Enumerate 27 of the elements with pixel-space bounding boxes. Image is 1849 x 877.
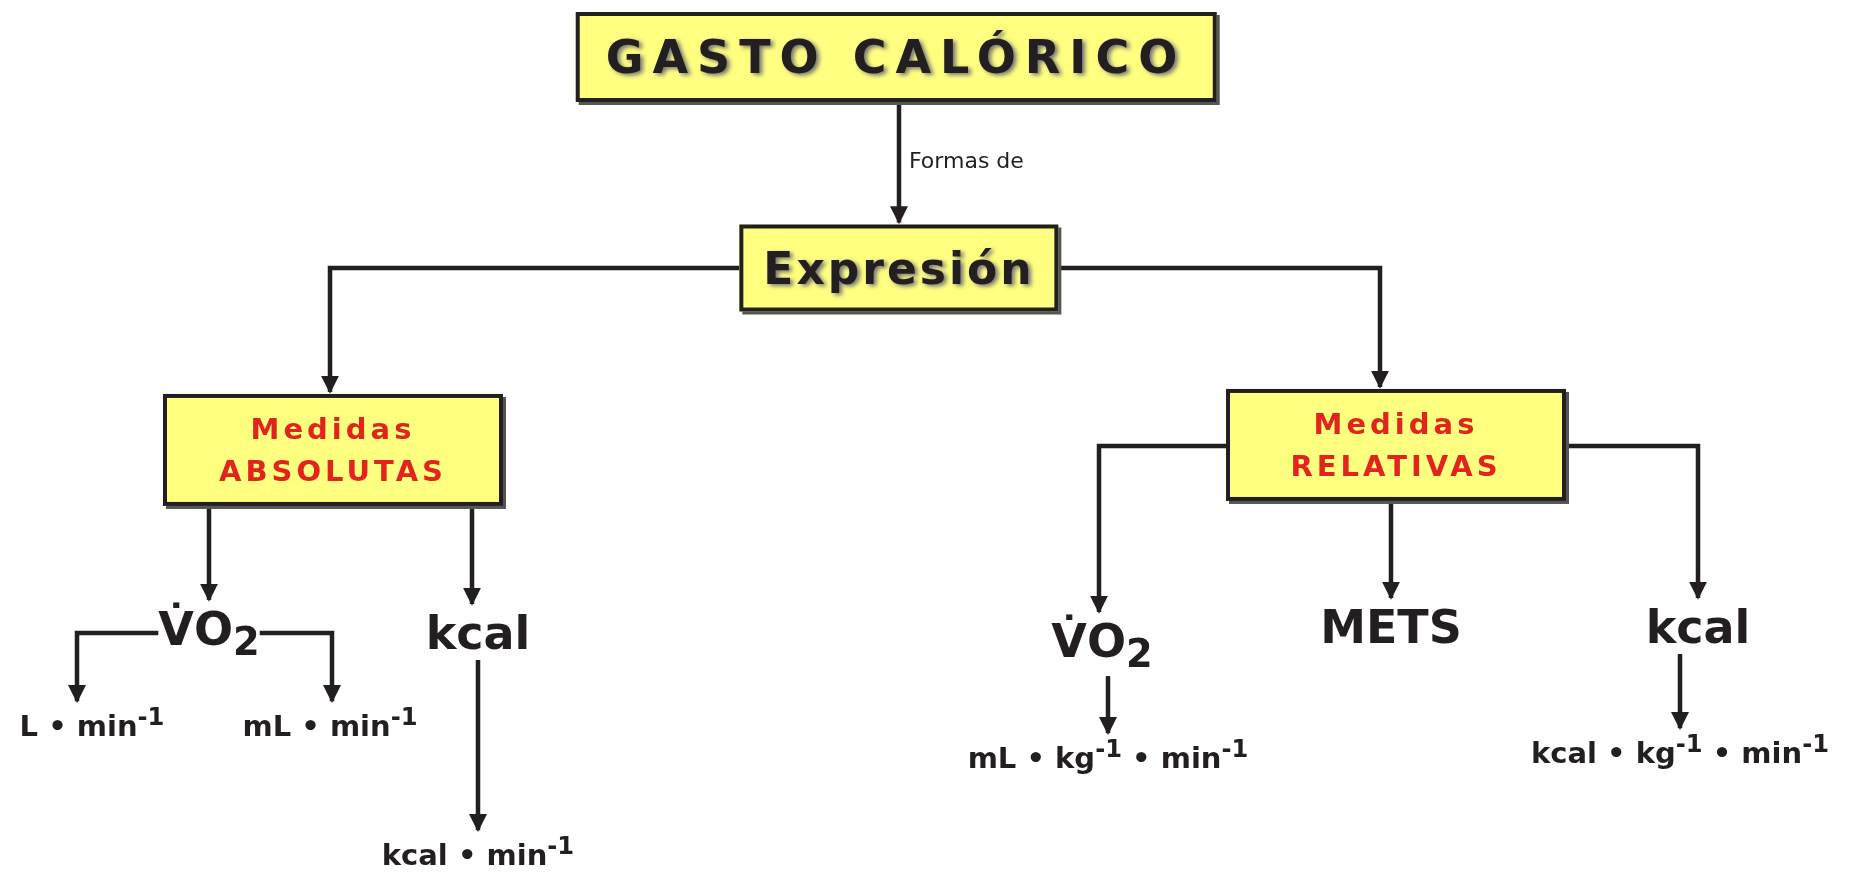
concept-box: GASTO CALÓRICO <box>575 12 1217 102</box>
unit-text: mL • kg$^{-1}$ • min$^{-1}$ <box>967 735 1249 775</box>
arrow <box>463 506 481 606</box>
arrow <box>1090 443 1226 614</box>
arrow <box>890 102 908 225</box>
arrow <box>200 506 218 602</box>
arrow <box>1382 501 1400 600</box>
concept-box: Medidas ABSOLUTAS <box>163 393 503 507</box>
concept-box: Expresión <box>739 224 1059 312</box>
concept-box: Medidas RELATIVAS <box>1226 388 1566 502</box>
arrow <box>1099 676 1117 735</box>
arrow <box>68 630 159 703</box>
unit-text: kcal • min$^{-1}$ <box>381 832 575 872</box>
arrow <box>1566 443 1707 600</box>
term-text: kcal <box>425 606 531 660</box>
unit-text: kcal • kg$^{-1}$ • min$^{-1}$ <box>1531 730 1829 770</box>
term-text: V̇O$_{2}$ <box>1051 613 1153 677</box>
term-text: METS <box>1320 600 1462 654</box>
term-text: kcal <box>1645 600 1751 654</box>
unit-text: L • min$^{-1}$ <box>19 703 165 743</box>
term-text: V̇O$_{2}$ <box>158 601 260 665</box>
arrow <box>259 630 341 703</box>
arrow <box>469 660 487 832</box>
arrow <box>1671 654 1689 730</box>
arrow <box>321 265 740 394</box>
unit-text: mL • min$^{-1}$ <box>242 703 418 743</box>
edge-label: Formas de <box>909 148 1024 174</box>
